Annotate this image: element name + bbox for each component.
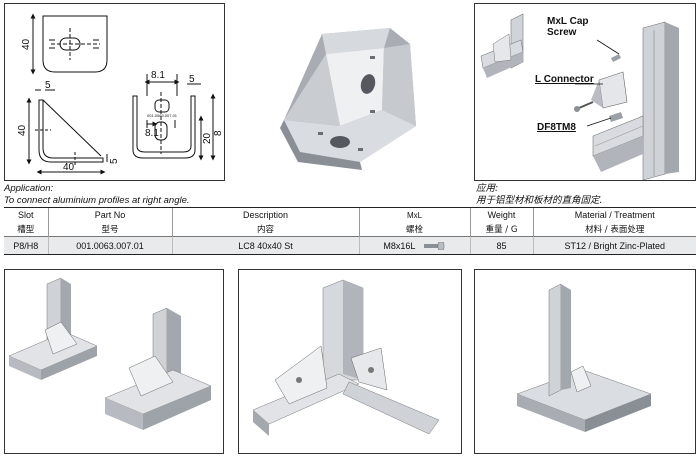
table-header-cn: 槽型 bbox=[17, 225, 35, 236]
side-view bbox=[26, 89, 108, 175]
application-text: To connect aluminium profiles at right a… bbox=[4, 195, 190, 206]
table-header: Weight bbox=[469, 207, 533, 223]
profile-assembly-a bbox=[8, 277, 98, 380]
dim-label: 5 bbox=[45, 80, 51, 91]
table-header-cn: 螺栓 bbox=[358, 222, 470, 237]
l-connector-label: L Connector bbox=[535, 74, 594, 85]
profile-assembly-b bbox=[104, 307, 212, 430]
table-header-row-cn: 槽型 型号 内容 螺栓 重量 / G 材料 / 表面处理 bbox=[4, 222, 696, 237]
table-header: MxL bbox=[358, 207, 470, 223]
part-marking: 001.0063.007.01 bbox=[147, 113, 178, 118]
table-header-cn: 重量 / G bbox=[469, 222, 533, 237]
application-cn: 应用: 用于铝型材和板材的直角固定. bbox=[476, 183, 603, 207]
dim-label: 8.1 bbox=[151, 70, 165, 81]
usage-example-3 bbox=[474, 269, 696, 454]
top-view bbox=[30, 13, 108, 75]
dim-label: 5 bbox=[109, 158, 120, 164]
table-cell: P8/H8 bbox=[4, 236, 48, 255]
bracket-3d-render bbox=[270, 14, 430, 179]
application-title: Application: bbox=[4, 183, 54, 194]
dim-label: 5 bbox=[189, 74, 195, 85]
application-en: Application: To connect aluminium profil… bbox=[4, 183, 190, 207]
table-header: Part No bbox=[47, 207, 172, 223]
table-cell: 001.0063.007.01 bbox=[47, 236, 172, 255]
table-header: Description bbox=[171, 207, 359, 223]
dim-label: 8.1 bbox=[145, 128, 159, 139]
front-view bbox=[132, 74, 216, 161]
slot-nut-label: DF8TM8 bbox=[537, 122, 576, 133]
application-title-cn: 应用: bbox=[476, 183, 499, 194]
cap-screw-label: MxL Cap Screw bbox=[547, 16, 589, 38]
spec-table: Slot Part No Description MxL Weight Mate… bbox=[4, 207, 696, 255]
table-header-row: Slot Part No Description MxL Weight Mate… bbox=[4, 207, 696, 223]
table-header: Slot bbox=[4, 207, 48, 223]
table-cell: LC8 40x40 St bbox=[171, 236, 359, 255]
table-header: Material / Treatment bbox=[532, 207, 696, 223]
usage-example-2 bbox=[238, 269, 462, 454]
dim-label: 40 bbox=[17, 124, 28, 136]
dim-label: 40 bbox=[21, 38, 32, 50]
table-header-cn: 材料 / 表面处理 bbox=[532, 222, 696, 237]
table-cell: ST12 / Bright Zinc-Plated bbox=[532, 236, 696, 255]
table-row: P8/H8 001.0063.007.01 LC8 40x40 St M8x16… bbox=[4, 236, 696, 255]
technical-drawing-panel: 40 5 40 40 5 8. bbox=[4, 3, 225, 181]
table-header-cn: 型号 bbox=[47, 222, 172, 237]
screw-icon bbox=[423, 242, 444, 251]
dim-label: 40 bbox=[63, 162, 75, 173]
assembly-panel: MxL Cap Screw L Connector DF8TM8 bbox=[474, 3, 696, 181]
table-cell-screw: M8x16L bbox=[358, 236, 470, 255]
dim-label: 20 bbox=[202, 132, 213, 144]
application-text-cn: 用于铝型材和板材的直角固定. bbox=[476, 195, 603, 206]
table-cell: 85 bbox=[469, 236, 533, 255]
table-cell: M8x16L bbox=[383, 240, 416, 251]
table-header-cn: 内容 bbox=[171, 222, 359, 237]
usage-example-1 bbox=[4, 269, 224, 454]
dim-label: 8 bbox=[213, 130, 224, 136]
